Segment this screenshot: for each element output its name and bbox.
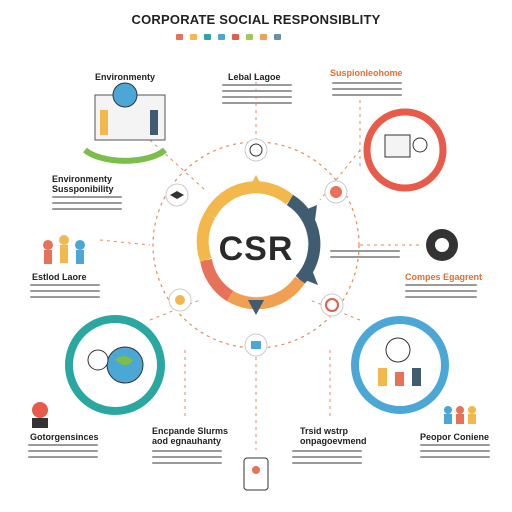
label-third-party: Trsid wstrp	[300, 426, 349, 436]
text-block-expand	[152, 450, 222, 468]
page-title: CORPORATE SOCIAL RESPONSIBLITY	[131, 12, 381, 27]
text-block-people	[420, 444, 490, 462]
label-third-party-2: onpagoevmend	[300, 436, 367, 446]
connector-lines	[99, 75, 420, 450]
coin-icon	[324, 180, 348, 204]
label-community: Compes Egagrent	[405, 272, 483, 282]
text-block-env	[52, 196, 122, 214]
thumbs-up-icon	[244, 333, 268, 357]
label-expand: Encpande Slurms	[152, 426, 229, 436]
text-block-third	[292, 450, 362, 468]
text-block-mid-right	[330, 250, 400, 262]
supply-node	[363, 108, 447, 192]
governance-node	[65, 315, 165, 415]
csr-ring	[196, 175, 321, 315]
label-expand-2: aod egnauhanty	[152, 436, 222, 446]
gear-icon	[168, 288, 192, 312]
text-block-governance	[28, 444, 98, 462]
team-icon	[444, 406, 476, 424]
label-labor-law: Lebal Lagoe	[228, 72, 281, 82]
environment-node	[83, 82, 167, 164]
governance-icon	[32, 402, 48, 428]
people-icon	[43, 235, 85, 264]
text-block-community	[405, 284, 477, 302]
label-env-sustain: Environmenty	[52, 174, 113, 184]
text-block-labor	[222, 84, 292, 108]
text-block-ethical	[30, 284, 100, 302]
people-node	[351, 316, 449, 414]
color-dots	[176, 34, 281, 40]
text-block-supply	[332, 82, 402, 100]
label-environmentally: Environmenty	[95, 72, 156, 82]
label-governance: Gotorgensinces	[30, 432, 99, 442]
label-supply-chain: Suspionleohome	[330, 68, 403, 78]
large-gear-icon	[426, 229, 458, 261]
globe-icon	[244, 138, 268, 162]
label-ethical-labor: Estlod Laore	[32, 272, 87, 282]
label-env-sustain-2: Sussponibility	[52, 184, 114, 194]
csr-label: CSR	[218, 230, 294, 268]
handshake-icon	[165, 183, 189, 207]
tablet-icon	[243, 457, 269, 491]
target-icon	[320, 293, 344, 317]
label-people: Peopor Coniene	[420, 432, 490, 442]
